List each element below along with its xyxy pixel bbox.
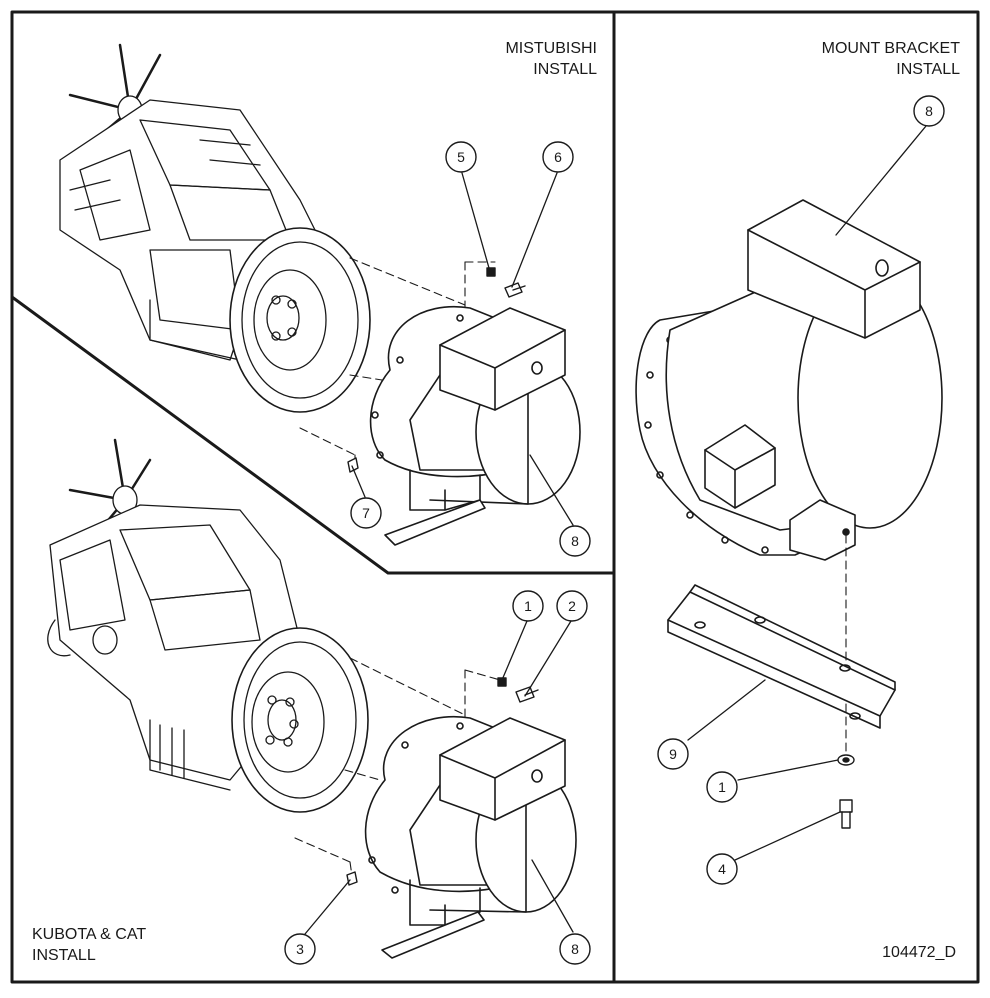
callout-bracket-4: 4 <box>706 853 738 885</box>
kubota-cat-panel-title: KUBOTA & CAT INSTALL <box>32 924 146 966</box>
svg-text:4: 4 <box>718 861 726 877</box>
svg-text:7: 7 <box>362 505 370 521</box>
callout-bracket-8: 8 <box>913 95 945 127</box>
callout-leaders <box>304 125 927 935</box>
mitsubishi-hardware <box>347 267 526 473</box>
callout-mitsubishi-5: 5 <box>445 141 477 173</box>
mitsubishi-generator <box>369 305 581 546</box>
svg-text:8: 8 <box>925 103 933 119</box>
svg-text:1: 1 <box>718 779 726 795</box>
mitsubishi-title-line2: INSTALL <box>533 61 597 78</box>
outer-frame <box>10 10 980 984</box>
mitsubishi-engine <box>59 43 371 413</box>
callout-bracket-9: 9 <box>657 738 689 770</box>
svg-text:8: 8 <box>571 941 579 957</box>
svg-text:2: 2 <box>568 598 576 614</box>
kubota-engine <box>47 438 369 813</box>
svg-text:8: 8 <box>571 533 579 549</box>
kubota-hardware <box>346 677 539 886</box>
callout-mitsubishi-7: 7 <box>350 497 382 529</box>
svg-text:6: 6 <box>554 149 562 165</box>
drawing-number: 104472_D <box>882 944 956 961</box>
kubota-cat-title-line1: KUBOTA & CAT <box>32 926 147 943</box>
svg-text:9: 9 <box>669 746 677 762</box>
callout-kubota-8: 8 <box>559 933 591 965</box>
callout-kubota-3: 3 <box>284 933 316 965</box>
callout-kubota-2: 2 <box>556 590 588 622</box>
kubota-generator <box>364 716 577 959</box>
mount-bracket-title-line2: INSTALL <box>896 61 960 78</box>
callout-mitsubishi-8: 8 <box>559 525 591 557</box>
mount-bracket-panel-title: MOUNT BRACKET INSTALL <box>822 38 960 80</box>
callout-bracket-1: 1 <box>706 771 738 803</box>
panel-divider-diagonal <box>10 295 616 575</box>
svg-text:5: 5 <box>457 149 465 165</box>
kubota-cat-title-line2: INSTALL <box>32 947 96 964</box>
svg-text:3: 3 <box>296 941 304 957</box>
kubota-alignment-lines <box>294 657 501 877</box>
mitsubishi-panel-title: MISTUBISHI INSTALL <box>505 38 597 80</box>
mount-bracket-title-line1: MOUNT BRACKET <box>821 40 960 57</box>
mount-bracket <box>667 584 896 729</box>
callout-kubota-1: 1 <box>512 590 544 622</box>
bracket-generator <box>635 199 943 561</box>
mitsubishi-title-line1: MISTUBISHI <box>505 40 597 57</box>
svg-text:1: 1 <box>524 598 532 614</box>
bracket-hardware <box>837 754 855 829</box>
callout-mitsubishi-6: 6 <box>542 141 574 173</box>
